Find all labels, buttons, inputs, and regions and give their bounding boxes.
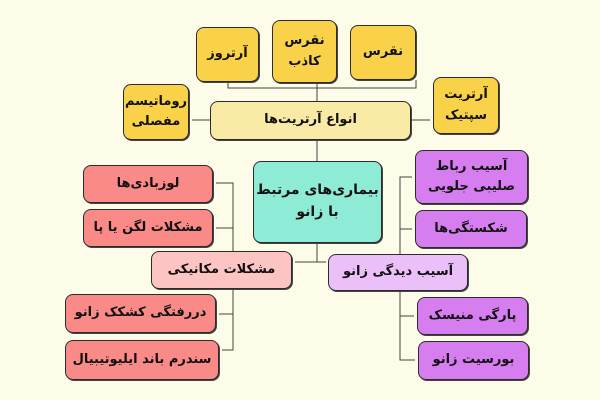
node-mechanical: مشکلات مکانیکی	[151, 251, 292, 289]
node-itb-syndrome: سندرم باند ایلیوتیبیال	[65, 340, 219, 380]
node-rheumatoid: روماتیسم مفصلی	[123, 84, 189, 140]
node-fractures: شکستگی‌ها	[415, 210, 527, 248]
node-meniscus: پارگی منیسک	[417, 297, 528, 335]
node-septic-arthritis: آرتریت سپتیک	[433, 77, 499, 134]
node-arthritis-types: انواع آرتریت‌ها	[210, 101, 411, 140]
node-osteoarthritis: آرتروز	[196, 27, 259, 82]
node-gout: نقرس	[350, 25, 416, 80]
node-hip-foot: مشکلات لگن یا پا	[83, 209, 213, 247]
node-injury: آسیب دیدگی زانو	[328, 254, 468, 291]
node-patella-dislocation: دررفتگی کشکک زانو	[65, 294, 216, 333]
node-tonsils: لوزبادی‌ها	[83, 165, 213, 203]
node-acl: آسیب رباط صلیبی جلویی	[415, 150, 528, 204]
node-center: بیماری‌های مرتبط با زانو	[253, 161, 382, 243]
node-pseudogout: نقرس کاذب	[272, 20, 337, 83]
node-bursitis: بورسیت زانو	[418, 341, 529, 380]
